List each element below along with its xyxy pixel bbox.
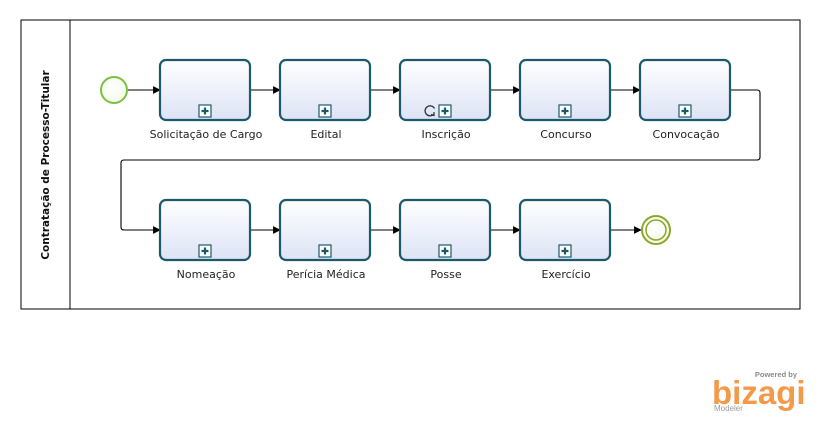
task-box[interactable]	[518, 58, 612, 122]
loop-icon	[424, 105, 436, 117]
task-label: Edital	[310, 128, 341, 141]
sequence-flow-arrow[interactable]	[120, 89, 761, 234]
powered-by-label: Powered by	[755, 370, 798, 379]
product-label: Modeler	[714, 404, 743, 413]
subprocess-plus-icon[interactable]	[558, 104, 572, 118]
task[interactable]: Inscrição	[398, 58, 492, 141]
task-label: Solicitação de Cargo	[150, 128, 263, 141]
subprocess-plus-icon[interactable]	[198, 104, 212, 118]
task[interactable]: Nomeação	[158, 198, 252, 281]
subprocess-plus-icon[interactable]	[318, 104, 332, 118]
subprocess-plus-icon[interactable]	[438, 244, 452, 258]
task[interactable]: Edital	[278, 58, 372, 141]
task[interactable]: Convocação	[638, 58, 732, 141]
task-label: Exercício	[541, 268, 590, 281]
subprocess-plus-icon[interactable]	[558, 244, 572, 258]
brand-name: bizagi	[712, 374, 806, 411]
task[interactable]: Exercício	[518, 198, 612, 281]
sequence-flows	[120, 86, 761, 234]
task-box[interactable]	[518, 198, 612, 262]
task-box[interactable]	[398, 58, 492, 122]
subprocess-plus-icon[interactable]	[318, 244, 332, 258]
pool-label: Contratação de Processo-Titular	[40, 70, 52, 260]
end-event[interactable]	[641, 215, 671, 245]
task-box[interactable]	[158, 58, 252, 122]
task-box[interactable]	[158, 198, 252, 262]
task-label: Inscrição	[421, 128, 470, 141]
task-box[interactable]	[278, 198, 372, 262]
task-box[interactable]	[398, 198, 492, 262]
task-box[interactable]	[638, 58, 732, 122]
task-list: Solicitação de Cargo Edital Inscrição Concu…	[150, 58, 732, 281]
task-label: Posse	[430, 268, 461, 281]
subprocess-plus-icon[interactable]	[438, 104, 452, 118]
task-label: Nomeação	[177, 268, 236, 281]
bizagi-logo: Powered by bizagi Modeler	[712, 370, 806, 413]
task-box[interactable]	[278, 58, 372, 122]
task[interactable]: Solicitação de Cargo	[150, 58, 263, 141]
task-label: Perícia Médica	[286, 268, 365, 281]
loop-arrow-icon	[430, 112, 435, 117]
task-label: Convocação	[653, 128, 720, 141]
subprocess-plus-icon[interactable]	[198, 244, 212, 258]
subprocess-plus-icon[interactable]	[678, 104, 692, 118]
task[interactable]: Concurso	[518, 58, 612, 141]
task[interactable]: Posse	[398, 198, 492, 281]
task[interactable]: Perícia Médica	[278, 198, 372, 281]
start-event[interactable]	[100, 76, 128, 104]
task-label: Concurso	[540, 128, 592, 141]
